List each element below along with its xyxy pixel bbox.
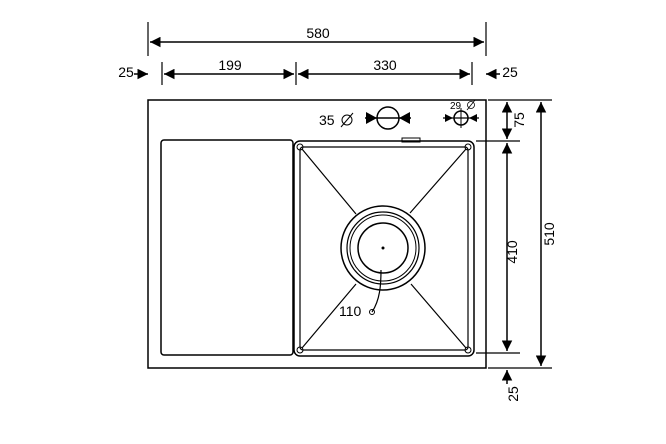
bowl [293, 137, 475, 357]
top-margin-label: 75 [511, 112, 527, 128]
section-width-dimensions: 25 199 330 25 [118, 57, 518, 85]
bowl-width-label: 330 [373, 57, 397, 73]
right-margin-label: 25 [502, 64, 518, 80]
overall-depth-label: 510 [541, 222, 557, 246]
drain-icon [340, 205, 426, 315]
overall-width-label: 580 [306, 25, 330, 41]
bowl-depth-label: 410 [504, 240, 520, 264]
overall-width-dimension: 580 [147, 22, 487, 56]
faucet-hole-icon [340, 106, 411, 130]
overflow-hole-icon [443, 99, 479, 128]
drainboard-width-label: 199 [218, 57, 242, 73]
depth-dimensions: 75 410 510 25 [476, 99, 557, 402]
sink-outer-outline [147, 99, 487, 369]
overflow-hole-label: 29 [450, 101, 462, 112]
faucet-hole-label: 35 [319, 112, 335, 128]
drainboard [160, 139, 294, 356]
left-margin-label: 25 [118, 64, 134, 80]
drain-diameter-label: 110 [339, 303, 362, 319]
bottom-margin-label: 25 [505, 386, 521, 402]
